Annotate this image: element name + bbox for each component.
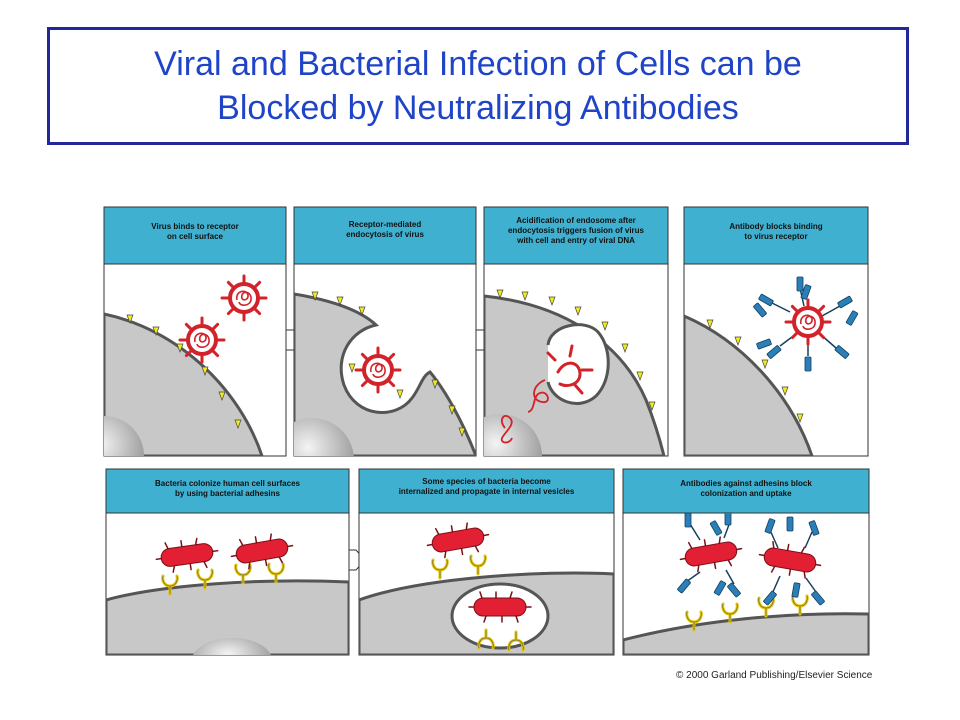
caption-line: Antibodies against adhesins block [680, 479, 812, 488]
caption-line: colonization and uptake [700, 489, 792, 498]
title-line-2: Blocked by Neutralizing Antibodies [217, 89, 739, 127]
caption-panel-5: Bacteria colonize human cell surfaces by… [106, 479, 349, 499]
caption-panel-7: Antibodies against adhesins block coloni… [623, 479, 869, 499]
panel-antibodies-block [622, 468, 870, 656]
caption-panel-3: Acidification of endosome after endocyto… [484, 216, 668, 246]
caption-line: Bacteria colonize human cell surfaces [155, 479, 300, 488]
caption-line: Acidification of endosome after [516, 216, 636, 225]
caption-line: Virus binds to receptor [151, 222, 239, 231]
title-line-1: Viral and Bacterial Infection of Cells c… [154, 45, 802, 83]
caption-line: Receptor-mediated [348, 220, 422, 229]
caption-line: internalized and propagate in internal v… [398, 487, 575, 496]
caption-line: to virus receptor [744, 232, 808, 241]
panel-virus-binds [103, 206, 287, 457]
virus-endocytosed [354, 346, 402, 394]
caption-line: endocytosis triggers fusion of virus [507, 226, 645, 235]
panel-bacteria-internalized [358, 468, 615, 656]
copyright-notice: © 2000 Garland Publishing/Elsevier Scien… [676, 670, 873, 681]
caption-line: with cell and entry of viral DNA [517, 236, 635, 245]
caption-line: on cell surface [166, 232, 224, 241]
caption-line: Antibody blocks binding [729, 222, 823, 231]
caption-line: endocytosis of virus [346, 230, 424, 239]
caption-panel-6: Some species of bacteria become internal… [359, 477, 614, 497]
caption-panel-2: Receptor-mediated endocytosis of virus [294, 220, 476, 240]
virus-neutralized [784, 298, 832, 346]
caption-panel-1: Virus binds to receptor on cell surface [104, 222, 286, 242]
panel-acidification [483, 206, 669, 457]
virus-approaching [220, 274, 268, 322]
panel-bacteria-colonize [105, 468, 350, 656]
title-box: Viral and Bacterial Infection of Cells c… [47, 27, 909, 145]
caption-line: Some species of bacteria become [422, 477, 551, 486]
panel-endocytosis [293, 206, 477, 457]
caption-panel-4: Antibody blocks binding to virus recepto… [684, 222, 868, 242]
caption-line: by using bacterial adhesins [175, 489, 280, 498]
virus-binding [178, 316, 226, 364]
panel-antibody-blocks [683, 206, 869, 457]
